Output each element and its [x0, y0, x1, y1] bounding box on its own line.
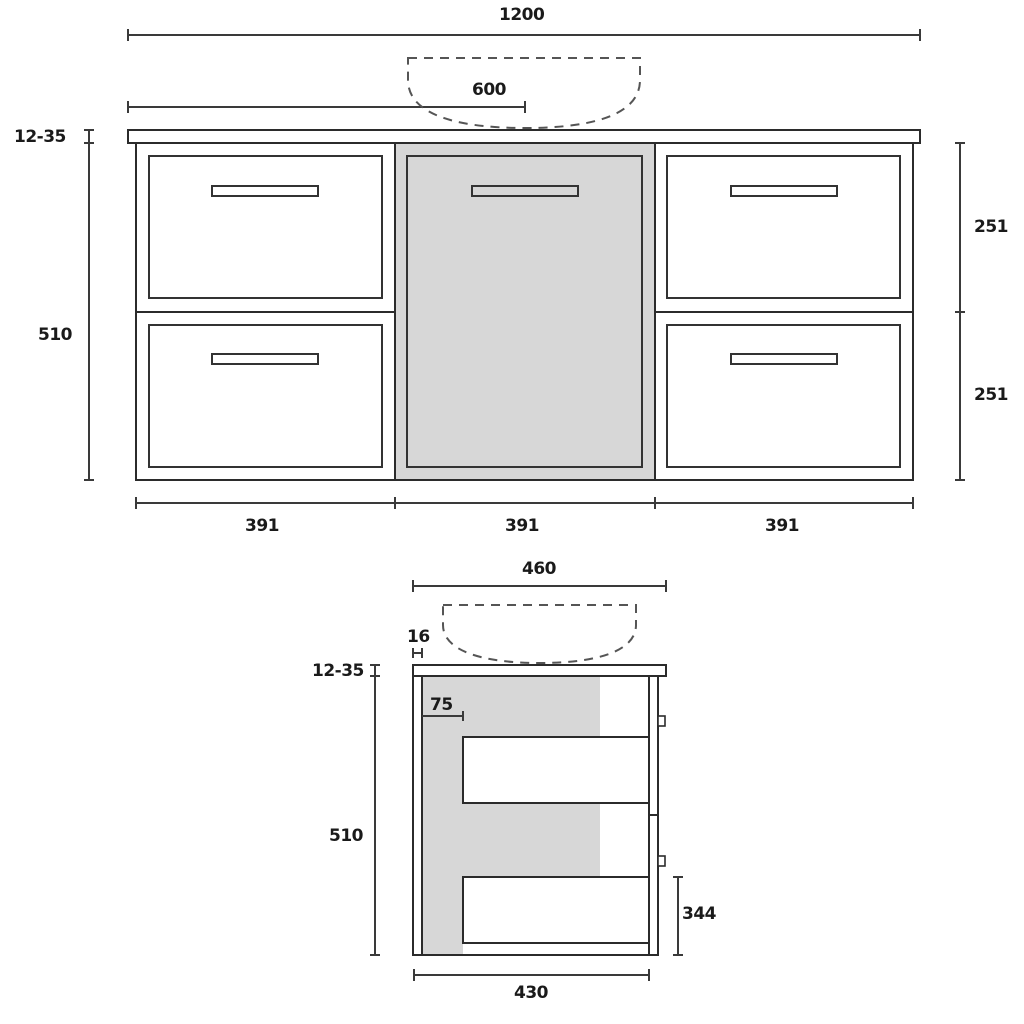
- right-top-drawer: [666, 155, 901, 299]
- side-bottom-gap: [463, 944, 649, 954]
- dimension-1200-line: [127, 29, 921, 41]
- dimension-251-lines: [955, 142, 965, 481]
- label-side-overhang: 16: [407, 627, 430, 647]
- label-side-top-thickness: 12-35: [312, 661, 364, 681]
- label-overall-width: 1200: [499, 5, 545, 25]
- side-upper-drawer-box: [462, 736, 650, 804]
- label-module-width-left: 391: [245, 516, 280, 536]
- dimension-75-line: [422, 711, 464, 721]
- side-dimension-510-line: [370, 676, 380, 956]
- label-side-overall-height: 510: [329, 826, 364, 846]
- left-bottom-drawer-handle: [211, 353, 319, 365]
- label-drawer-height-bottom: 251: [974, 385, 1009, 405]
- label-side-inset: 75: [430, 695, 453, 715]
- dimension-top-thickness-line: [84, 129, 94, 144]
- side-countertop: [412, 664, 667, 677]
- side-lower-drawer-box: [462, 876, 650, 944]
- center-door-handle: [471, 185, 579, 197]
- basin-outline: [407, 57, 641, 130]
- side-lower-handle: [657, 855, 666, 867]
- dimension-391-lines: [135, 497, 914, 509]
- dimension-600-line: [127, 101, 526, 113]
- side-dimension-top-thickness-line: [370, 664, 380, 677]
- left-bottom-drawer: [148, 324, 383, 468]
- side-view: [370, 580, 683, 981]
- dimension-460-line: [412, 580, 667, 592]
- right-top-drawer-handle: [730, 185, 838, 197]
- side-basin-outline: [442, 604, 637, 665]
- left-top-drawer: [148, 155, 383, 299]
- label-overall-height: 510: [38, 325, 73, 345]
- label-top-thickness: 12-35: [14, 127, 66, 147]
- front-view: [84, 29, 965, 509]
- label-module-width-center: 391: [505, 516, 540, 536]
- left-top-drawer-handle: [211, 185, 319, 197]
- dimension-344-line: [673, 876, 683, 956]
- countertop: [127, 129, 921, 144]
- label-side-drawer-height: 344: [682, 904, 717, 924]
- label-side-body-depth: 430: [514, 983, 549, 1003]
- label-basin-width: 600: [472, 80, 507, 100]
- dimension-16-line: [412, 648, 423, 658]
- dimension-430-line: [413, 969, 650, 981]
- right-bottom-drawer: [666, 324, 901, 468]
- label-drawer-height-top: 251: [974, 217, 1009, 237]
- label-module-width-right: 391: [765, 516, 800, 536]
- right-bottom-drawer-handle: [730, 353, 838, 365]
- side-upper-handle: [657, 715, 666, 727]
- label-side-top-depth: 460: [522, 559, 557, 579]
- center-door: [406, 155, 643, 468]
- dimension-510-line: [84, 143, 94, 481]
